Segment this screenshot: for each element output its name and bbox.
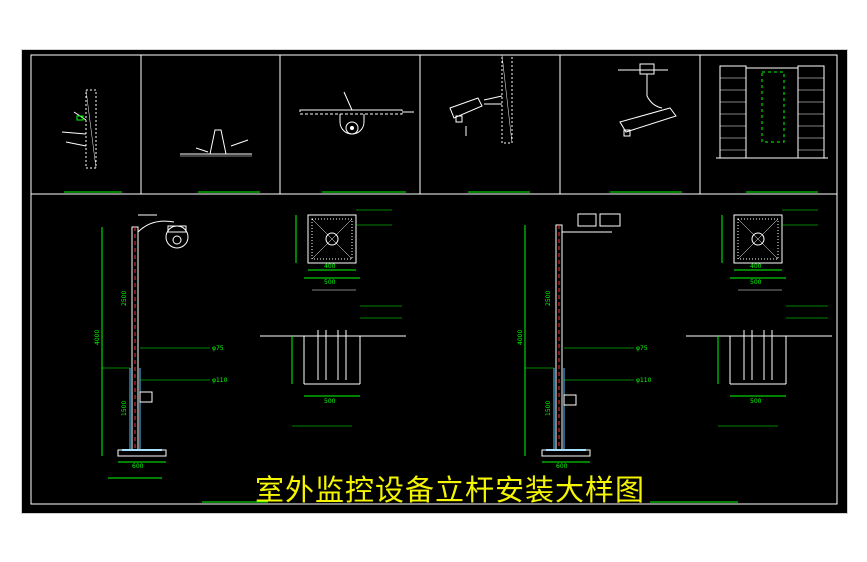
- right-foundation-section: [686, 305, 832, 427]
- left-plan-inner-width: 400: [324, 263, 336, 270]
- right-pole-upper-height: 2500: [545, 291, 552, 306]
- detail-bracket-lightning-rod: [180, 129, 252, 157]
- left-pole-upper-height: 2500: [121, 291, 128, 306]
- right-pole-total-height: 4000: [517, 330, 524, 345]
- right-plan-outer-width: 500: [750, 279, 762, 286]
- left-pole-elevation: [101, 214, 210, 479]
- left-pole-pipe-upper: φ75: [212, 345, 224, 352]
- left-foundation-plan: [295, 209, 392, 291]
- left-plan-outer-width: 500: [324, 279, 336, 286]
- right-pole-pipe-upper: φ75: [636, 345, 648, 352]
- right-section-depth: 500: [750, 398, 762, 405]
- cad-drawing: 4000 2500 1500 600 φ75 φ110 4000 2500 15…: [30, 54, 838, 505]
- drawing-sheet: 4000 2500 1500 600 φ75 φ110 4000 2500 15…: [21, 49, 848, 514]
- drawing-title: 室外监控设备立杆安装大样图: [255, 473, 646, 507]
- detail-wall-lightning-rod: [61, 89, 97, 169]
- left-pole-base-width: 600: [132, 463, 144, 470]
- right-pole-lower-height: 1500: [545, 401, 552, 416]
- right-plan-inner-width: 400: [750, 263, 762, 270]
- detail-wall-bracket-camera: [449, 54, 513, 144]
- right-pole-pipe-lower: φ110: [636, 377, 652, 384]
- detail-ceiling-hung-camera: [618, 63, 677, 137]
- right-pole-elevation: [524, 213, 634, 463]
- left-pole-pipe-lower: φ110: [212, 377, 228, 384]
- left-foundation-section: [260, 305, 406, 427]
- left-pole-lower-height: 1500: [121, 401, 128, 416]
- right-foundation-plan: [721, 209, 818, 291]
- detail-corridor-camera: [716, 65, 828, 159]
- detail-ceiling-dome-camera: [299, 91, 414, 135]
- left-pole-total-height: 4000: [94, 330, 101, 345]
- right-pole-base-width: 600: [556, 463, 568, 470]
- outer-frame: [30, 54, 838, 505]
- left-section-depth: 500: [324, 398, 336, 405]
